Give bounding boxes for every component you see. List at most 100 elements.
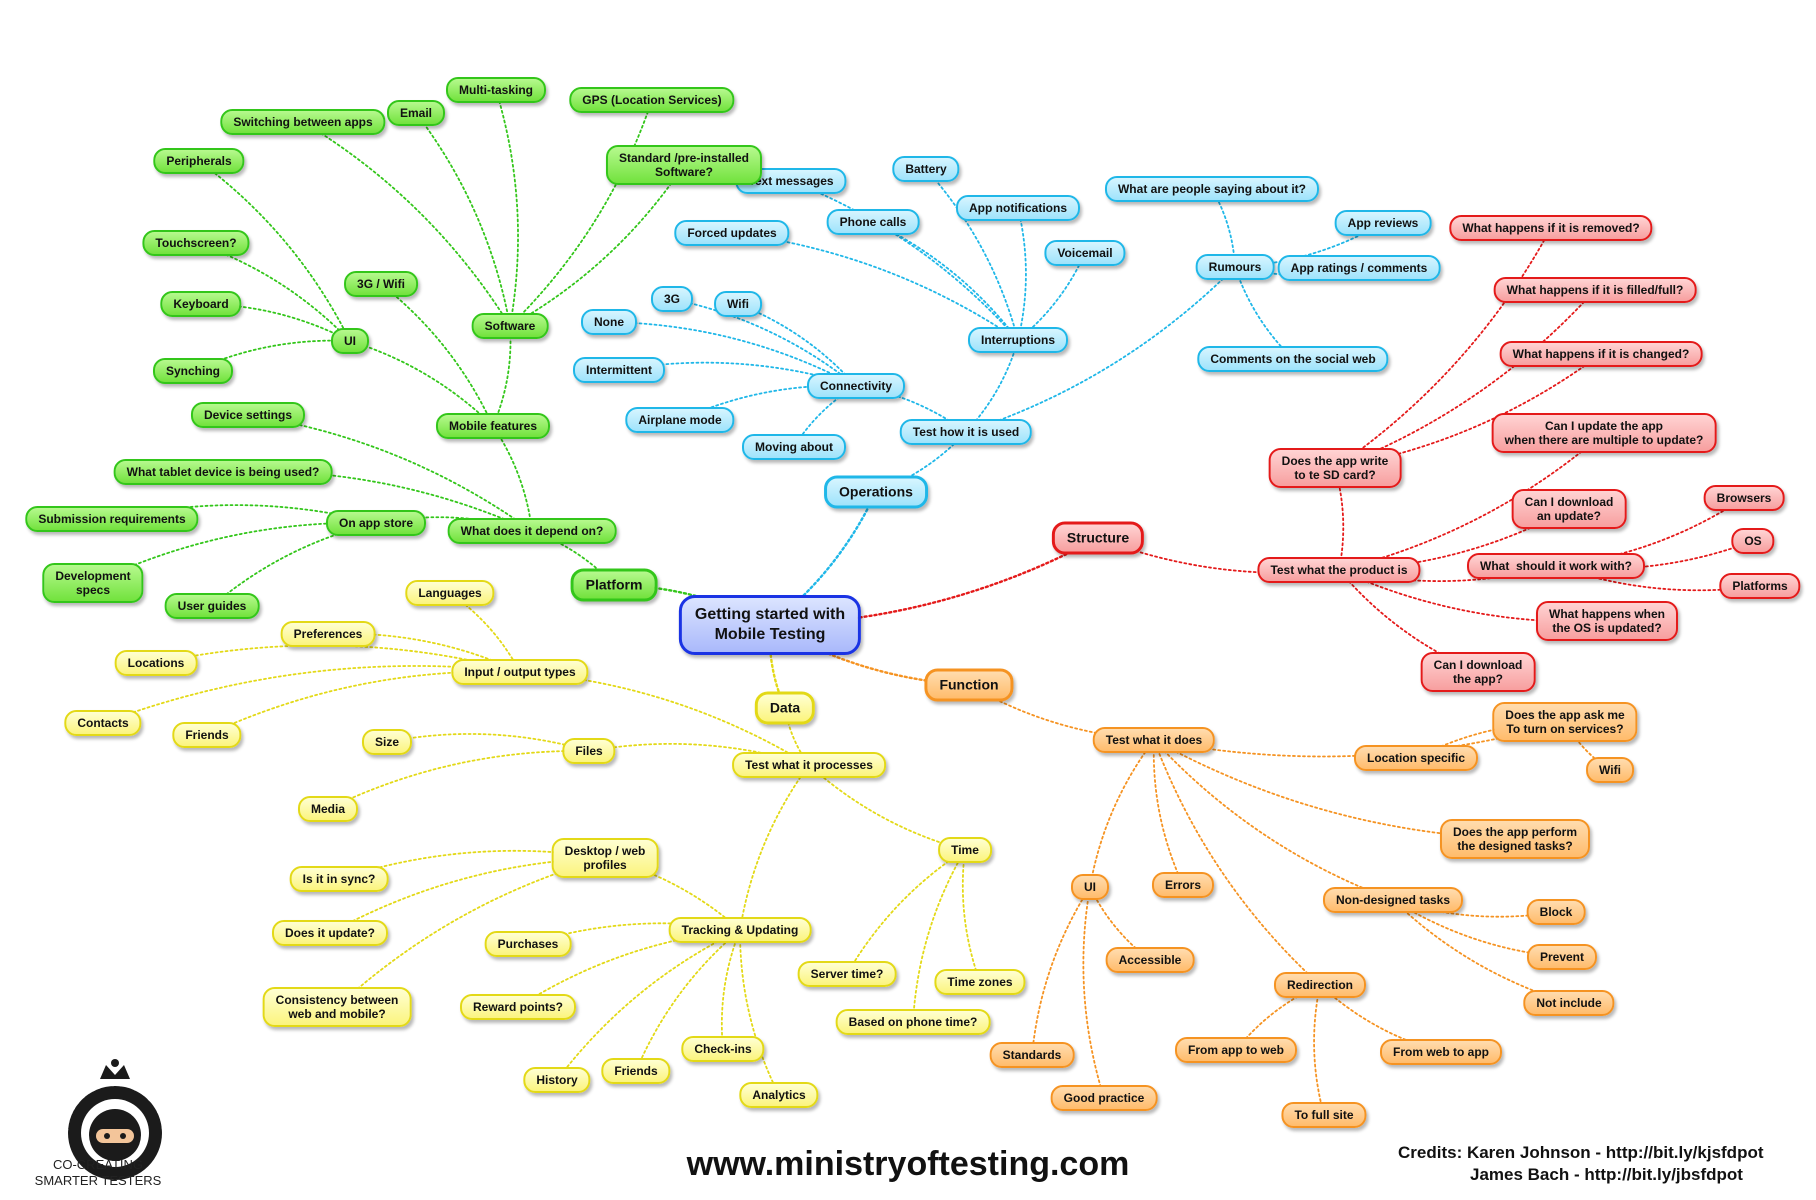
node-tablet-device[interactable]: What tablet device is being used? xyxy=(113,459,333,485)
node-track-friends[interactable]: Friends xyxy=(601,1058,671,1084)
node-data[interactable]: Data xyxy=(754,691,816,725)
node-switching-apps[interactable]: Switching between apps xyxy=(220,109,386,135)
node-browsers[interactable]: Browsers xyxy=(1703,485,1785,511)
node-standards[interactable]: Standards xyxy=(989,1042,1075,1068)
node-interruptions[interactable]: Interruptions xyxy=(968,327,1068,353)
central-topic[interactable]: Getting started with Mobile Testing xyxy=(678,595,862,655)
node-tracking[interactable]: Tracking & Updating xyxy=(668,917,812,943)
node-dev-specs[interactable]: Development specs xyxy=(42,563,144,603)
node-does-update[interactable]: Does it update? xyxy=(271,920,389,946)
node-languages[interactable]: Languages xyxy=(405,580,495,606)
node-func-ui[interactable]: UI xyxy=(1071,874,1109,900)
node-function[interactable]: Function xyxy=(924,668,1014,702)
node-app-reviews[interactable]: App reviews xyxy=(1334,210,1432,236)
node-platforms[interactable]: Platforms xyxy=(1719,573,1801,599)
node-analytics[interactable]: Analytics xyxy=(739,1082,819,1108)
node-user-guides[interactable]: User guides xyxy=(164,593,260,619)
node-redirection[interactable]: Redirection xyxy=(1273,972,1367,998)
node-app-ratings[interactable]: App ratings / comments xyxy=(1277,255,1441,281)
node-contacts[interactable]: Contacts xyxy=(64,710,142,736)
node-phone-calls[interactable]: Phone calls xyxy=(826,209,920,235)
node-download-app[interactable]: Can I download the app? xyxy=(1420,652,1536,692)
node-connectivity[interactable]: Connectivity xyxy=(806,373,906,399)
node-media[interactable]: Media xyxy=(297,796,359,822)
node-data-friends[interactable]: Friends xyxy=(172,722,242,748)
node-not-include[interactable]: Not include xyxy=(1523,990,1615,1016)
node-test-how[interactable]: Test how it is used xyxy=(899,419,1033,445)
node-reward-points[interactable]: Reward points? xyxy=(459,994,577,1020)
node-location-specific[interactable]: Location specific xyxy=(1353,745,1479,771)
node-time-zones[interactable]: Time zones xyxy=(934,969,1026,995)
node-moving-about[interactable]: Moving about xyxy=(742,434,846,460)
node-update-multiple[interactable]: Can I update the app when there are mult… xyxy=(1491,413,1717,453)
node-in-sync[interactable]: Is it in sync? xyxy=(289,866,389,892)
node-depend-on[interactable]: What does it depend on? xyxy=(447,518,617,544)
node-plat-ui[interactable]: UI xyxy=(331,328,369,354)
node-test-does[interactable]: Test what it does xyxy=(1092,727,1216,753)
node-files[interactable]: Files xyxy=(562,738,616,764)
node-func-wifi[interactable]: Wifi xyxy=(1586,757,1634,783)
node-ask-services[interactable]: Does the app ask me To turn on services? xyxy=(1492,702,1638,742)
node-multitasking[interactable]: Multi-tasking xyxy=(446,77,546,103)
node-prevent[interactable]: Prevent xyxy=(1526,944,1598,970)
node-software[interactable]: Software xyxy=(471,313,549,339)
node-touchscreen[interactable]: Touchscreen? xyxy=(142,230,250,256)
node-io-types[interactable]: Input / output types xyxy=(451,659,589,685)
node-block[interactable]: Block xyxy=(1526,899,1586,925)
node-check-ins[interactable]: Check-ins xyxy=(681,1036,765,1062)
node-non-designed[interactable]: Non-designed tasks xyxy=(1322,887,1464,913)
node-app-notifications[interactable]: App notifications xyxy=(956,195,1080,221)
node-rumours[interactable]: Rumours xyxy=(1195,254,1275,280)
node-email[interactable]: Email xyxy=(386,100,446,126)
website-url[interactable]: www.ministryoftesting.com xyxy=(686,1145,1130,1183)
node-app-store[interactable]: On app store xyxy=(325,510,427,536)
node-structure[interactable]: Structure xyxy=(1051,521,1145,555)
node-locations[interactable]: Locations xyxy=(114,650,198,676)
node-consistency[interactable]: Consistency between web and mobile? xyxy=(262,987,412,1027)
node-server-time[interactable]: Server time? xyxy=(797,961,897,987)
node-time[interactable]: Time xyxy=(938,837,992,863)
node-purchases[interactable]: Purchases xyxy=(484,931,572,957)
node-preinstalled[interactable]: Standard /pre-installed Software? xyxy=(605,145,763,185)
node-device-settings[interactable]: Device settings xyxy=(190,402,306,428)
node-synching[interactable]: Synching xyxy=(152,358,234,384)
node-social-web[interactable]: Comments on the social web xyxy=(1197,346,1389,372)
node-wifi-3g[interactable]: 3G / Wifi xyxy=(344,271,418,297)
node-mobile-features[interactable]: Mobile features xyxy=(435,413,551,439)
node-desktop-profiles[interactable]: Desktop / web profiles xyxy=(551,838,659,878)
node-phone-time[interactable]: Based on phone time? xyxy=(835,1009,991,1035)
node-preferences[interactable]: Preferences xyxy=(280,621,376,647)
node-conn-wifi[interactable]: Wifi xyxy=(714,291,762,317)
node-intermittent[interactable]: Intermittent xyxy=(573,357,665,383)
node-work-with[interactable]: What should it work with? xyxy=(1467,553,1645,579)
node-gps[interactable]: GPS (Location Services) xyxy=(569,87,735,113)
node-perform-tasks[interactable]: Does the app perform the designed tasks? xyxy=(1439,819,1591,859)
node-people-saying[interactable]: What are people saying about it? xyxy=(1104,176,1320,202)
node-platform[interactable]: Platform xyxy=(570,568,658,602)
node-os[interactable]: OS xyxy=(1731,528,1775,554)
node-forced-updates[interactable]: Forced updates xyxy=(674,220,790,246)
node-battery[interactable]: Battery xyxy=(892,156,960,182)
node-submission[interactable]: Submission requirements xyxy=(25,506,199,532)
node-voicemail[interactable]: Voicemail xyxy=(1044,240,1126,266)
node-airplane-mode[interactable]: Airplane mode xyxy=(625,407,735,433)
node-test-product[interactable]: Test what the product is xyxy=(1257,557,1421,583)
node-accessible[interactable]: Accessible xyxy=(1105,947,1195,973)
node-peripherals[interactable]: Peripherals xyxy=(153,148,245,174)
node-good-practice[interactable]: Good practice xyxy=(1050,1085,1158,1111)
node-full-site[interactable]: To full site xyxy=(1281,1102,1367,1128)
node-app-to-web[interactable]: From app to web xyxy=(1175,1037,1297,1063)
node-conn-none[interactable]: None xyxy=(581,309,637,335)
node-conn-3g[interactable]: 3G xyxy=(650,286,694,312)
node-size[interactable]: Size xyxy=(361,729,413,755)
node-test-processes[interactable]: Test what it processes xyxy=(732,752,886,778)
node-errors[interactable]: Errors xyxy=(1151,872,1215,898)
node-sd-card[interactable]: Does the app write to te SD card? xyxy=(1268,448,1402,488)
node-changed[interactable]: What happens if it is changed? xyxy=(1499,341,1703,367)
node-history[interactable]: History xyxy=(523,1067,591,1093)
node-operations[interactable]: Operations xyxy=(824,475,928,509)
node-download-update[interactable]: Can I download an update? xyxy=(1511,489,1627,529)
node-web-to-app[interactable]: From web to app xyxy=(1380,1039,1502,1065)
node-removed[interactable]: What happens if it is removed? xyxy=(1449,215,1653,241)
node-keyboard[interactable]: Keyboard xyxy=(160,291,242,317)
